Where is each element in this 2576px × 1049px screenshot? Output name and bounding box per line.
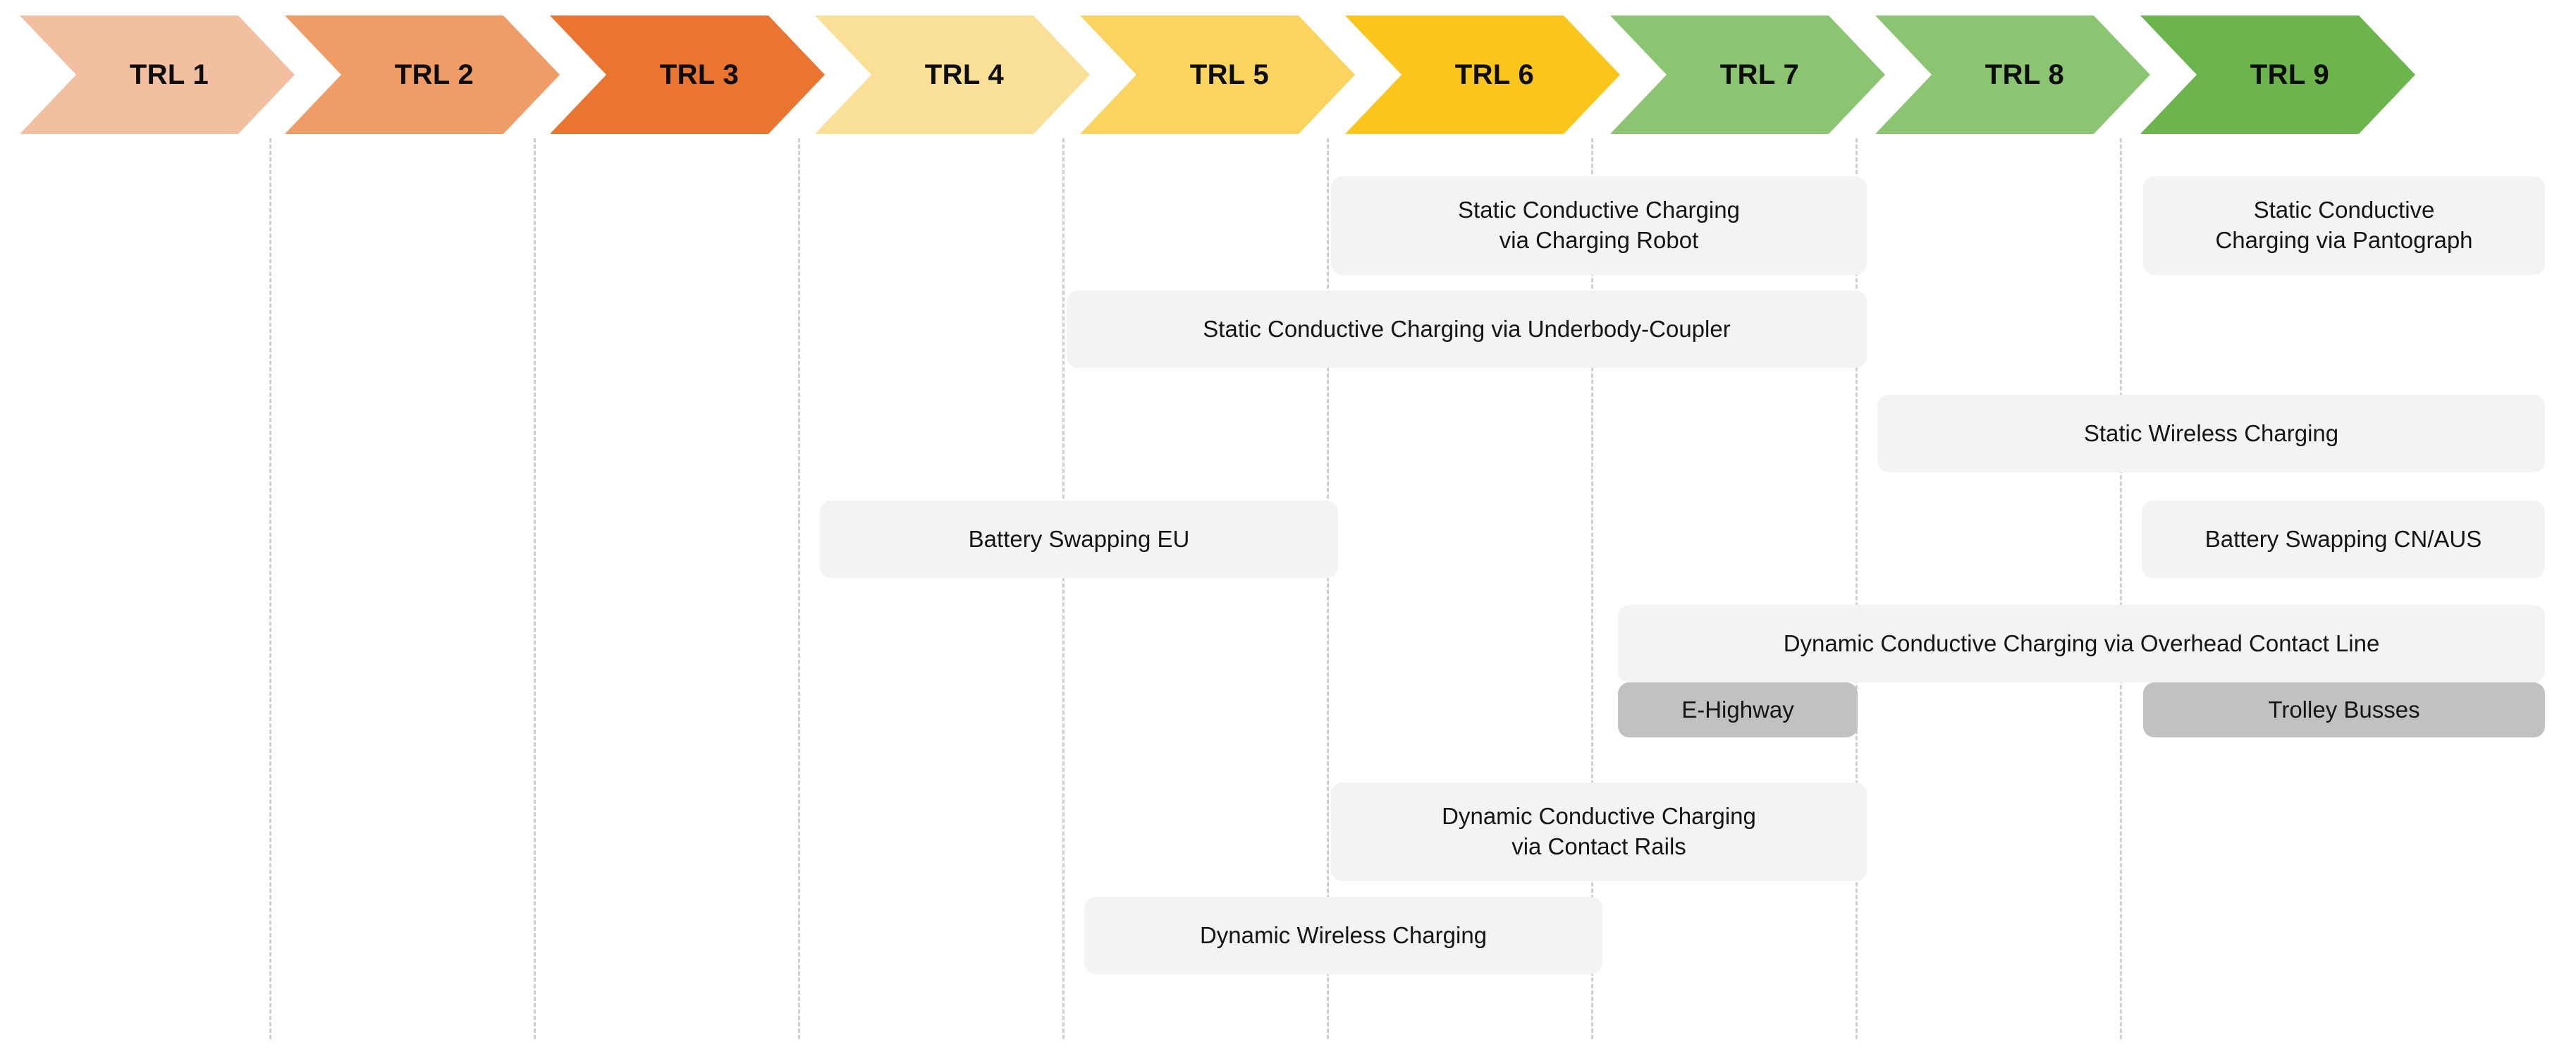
technology-bar[interactable]: Battery Swapping CN/AUS [2142,501,2545,578]
trl-stage-label: TRL 5 [1189,59,1270,90]
trl-stage-label: TRL 7 [1719,59,1800,90]
trl-stage-label: TRL 4 [924,59,1005,90]
technology-bar[interactable]: Static Wireless Charging [1877,395,2545,472]
trl-stage-1[interactable]: TRL 1 [20,16,295,134]
trl-stage-6[interactable]: TRL 6 [1345,16,1620,134]
trl-stage-9[interactable]: TRL 9 [2140,16,2415,134]
technology-bar[interactable]: Static Conductive Charging via Underbody… [1067,290,1867,368]
trl-stage-3[interactable]: TRL 3 [550,16,825,134]
trl-stage-5[interactable]: TRL 5 [1080,16,1355,134]
gridline-1 [269,138,271,1039]
technology-bar[interactable]: Static Conductive Charging via Pantograp… [2143,176,2545,275]
technology-bar[interactable]: Dynamic Conductive Charging via Contact … [1331,783,1867,881]
trl-stage-label: TRL 8 [1985,59,2065,90]
gridline-7 [1856,138,1858,1039]
trl-scale-band: TRL 1 TRL 2 TRL 3 TRL 4 TRL 5 TRL 6 TRL 7 TRL 8… [0,0,2576,141]
gridline-3 [798,138,800,1039]
trl-stage-8[interactable]: TRL 8 [1875,16,2150,134]
trl-stage-label: TRL 6 [1454,59,1535,90]
gridline-2 [534,138,536,1039]
trl-stage-4[interactable]: TRL 4 [815,16,1090,134]
gridline-8 [2120,138,2122,1039]
trl-stage-label: TRL 9 [2250,59,2330,90]
gridline-5 [1327,138,1329,1039]
gridline-6 [1591,138,1593,1039]
trl-stage-label: TRL 3 [659,59,740,90]
technology-bar[interactable]: Dynamic Wireless Charging [1084,897,1602,974]
technology-bar[interactable]: Static Conductive Charging via Charging … [1331,176,1867,275]
trl-stage-7[interactable]: TRL 7 [1610,16,1885,134]
gridline-4 [1062,138,1065,1039]
trl-stage-label: TRL 1 [129,59,209,90]
technology-bar[interactable]: E-Highway [1618,682,1858,737]
technology-bar[interactable]: Battery Swapping EU [820,501,1338,578]
technology-bar[interactable]: Dynamic Conductive Charging via Overhead… [1618,605,2545,682]
technology-bar[interactable]: Trolley Busses [2143,682,2545,737]
trl-stage-label: TRL 2 [394,59,474,90]
trl-stage-2[interactable]: TRL 2 [285,16,560,134]
